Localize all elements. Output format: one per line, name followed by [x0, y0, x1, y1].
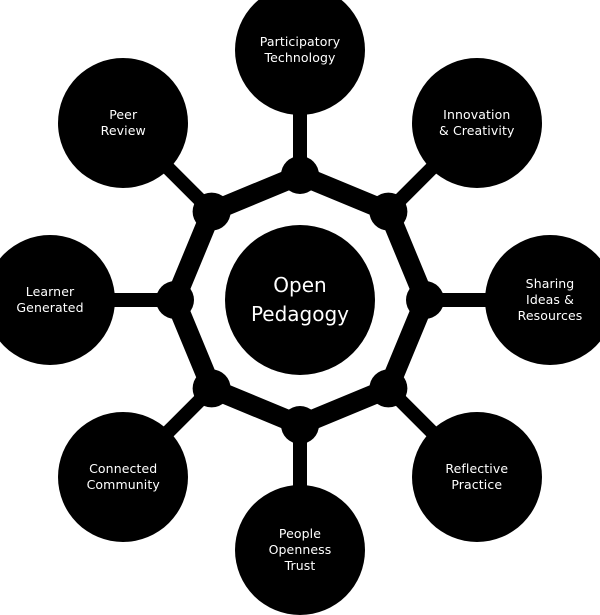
- node-label: Participatory Technology: [259, 34, 341, 65]
- junction-dot-sharing-ideas-resources: [406, 281, 444, 319]
- junction-dot-learner-generated: [156, 281, 194, 319]
- node-label: Peer Review: [100, 107, 146, 139]
- junction-dot-innovation-creativity: [369, 192, 408, 231]
- node-label: Reflective Practice: [445, 460, 509, 492]
- junction-dot-connected-community: [192, 369, 231, 408]
- center-label: Open Pedagogy: [250, 273, 350, 326]
- node-label: Innovation & Creativity: [439, 107, 515, 139]
- node-learner-generated: Learner Generated: [0, 235, 115, 365]
- junction-dot-people-openness-trust: [281, 406, 319, 444]
- junction-dot-peer-review: [192, 192, 231, 231]
- node-connected-community: Connected Community: [58, 411, 189, 542]
- node-label: Connected Community: [86, 460, 160, 492]
- node-label: Learner Generated: [16, 284, 84, 315]
- node-peer-review: Peer Review: [58, 58, 189, 189]
- center-node-open-pedagogy: Open Pedagogy: [225, 225, 375, 375]
- node-label: People Openness Trust: [268, 526, 332, 573]
- junction-dot-reflective-practice: [369, 369, 408, 408]
- junction-dot-participatory-technology: [281, 156, 319, 194]
- node-reflective-practice: Reflective Practice: [411, 411, 542, 542]
- junction-dots: [156, 156, 444, 444]
- node-label: Sharing Ideas & Resources: [517, 276, 583, 323]
- node-participatory-technology: Participatory Technology: [235, 0, 365, 115]
- node-innovation-creativity: Innovation & Creativity: [411, 58, 542, 189]
- node-people-openness-trust: People Openness Trust: [235, 485, 365, 615]
- node-sharing-ideas-resources: Sharing Ideas & Resources: [485, 235, 600, 365]
